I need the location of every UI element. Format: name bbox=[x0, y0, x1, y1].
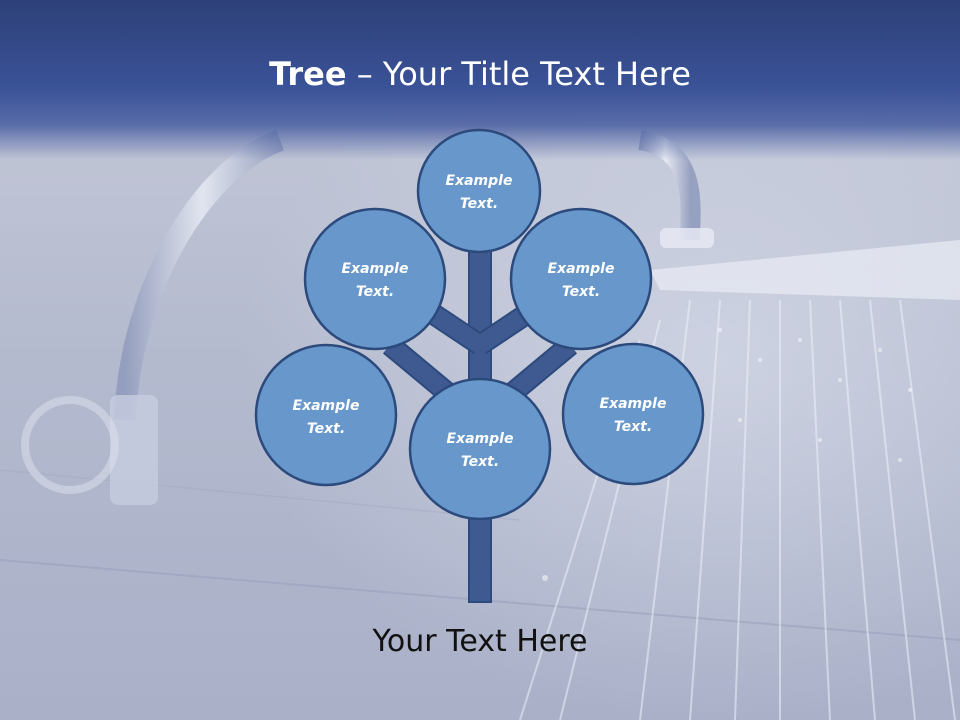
node-line2: Text. bbox=[356, 284, 394, 300]
tree-node-center[interactable]: Example Text. bbox=[408, 377, 552, 521]
node-line1: Example bbox=[293, 398, 360, 414]
tree-node-lower-right[interactable]: Example Text. bbox=[561, 342, 705, 486]
node-line2: Text. bbox=[562, 284, 600, 300]
slide-title: Tree – Your Title Text Here bbox=[0, 52, 960, 96]
node-line2: Text. bbox=[460, 196, 498, 212]
tree-node-lower-left[interactable]: Example Text. bbox=[254, 343, 398, 487]
node-line2: Text. bbox=[614, 419, 652, 435]
node-line1: Example bbox=[342, 261, 409, 277]
node-line2: Text. bbox=[461, 454, 499, 470]
caption-text: Your Text Here bbox=[372, 624, 588, 659]
tree-node-upper-left[interactable]: Example Text. bbox=[303, 207, 447, 351]
tree-node-top[interactable]: Example Text. bbox=[416, 128, 542, 254]
tree-node-upper-right[interactable]: Example Text. bbox=[509, 207, 653, 351]
node-line1: Example bbox=[600, 396, 667, 412]
title-bold: Tree bbox=[269, 55, 347, 93]
node-line1: Example bbox=[548, 261, 615, 277]
node-line2: Text. bbox=[307, 421, 345, 437]
node-line1: Example bbox=[447, 431, 514, 447]
title-rest: – Your Title Text Here bbox=[346, 55, 691, 93]
node-line1: Example bbox=[446, 173, 513, 189]
